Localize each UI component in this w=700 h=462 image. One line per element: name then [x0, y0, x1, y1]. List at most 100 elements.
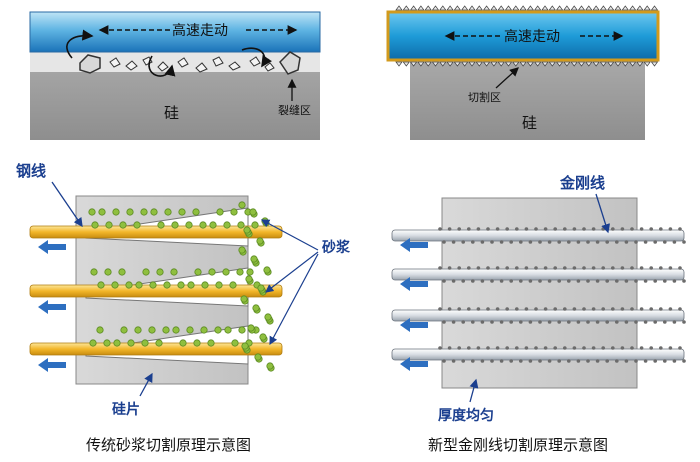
grit-particle: [663, 279, 667, 283]
slurry-particle: [209, 221, 217, 229]
grit-particle: [682, 240, 686, 244]
grit-particle: [482, 5, 491, 11]
diamond-grit: [395, 5, 659, 67]
slurry-particle: [178, 208, 186, 216]
slurry-particle: [266, 362, 274, 370]
caption-diamond: 新型金刚线切割原理示意图: [428, 436, 609, 454]
grit-particle: [509, 359, 513, 363]
grit-particle: [490, 359, 494, 363]
grit-particle: [643, 320, 648, 324]
grit-particle: [519, 359, 523, 363]
grit-particle: [630, 307, 634, 311]
grit-particle: [663, 240, 667, 244]
grit-particle: [547, 279, 552, 283]
grit-particle: [582, 266, 586, 270]
grit-particle: [482, 61, 491, 67]
slurry-particle: [224, 326, 232, 334]
grit-particle: [653, 359, 657, 363]
grit-particle: [528, 320, 533, 324]
slurry-particle: [250, 255, 258, 263]
slurry-particle: [200, 326, 208, 334]
grit-particle: [621, 5, 629, 11]
wire-label: 高速走动: [504, 28, 560, 45]
grit-particle: [526, 61, 535, 67]
grit-particle: [570, 61, 578, 67]
slurry-particle: [256, 237, 264, 245]
grit-particle: [442, 359, 446, 363]
slurry-particle: [141, 339, 149, 347]
slurry-particle: [215, 281, 223, 289]
diamond-wire: [391, 348, 685, 361]
grit-particle: [475, 61, 483, 67]
slurry-particle: [127, 339, 135, 347]
grit-particle: [678, 266, 682, 270]
grit-particle: [555, 61, 564, 67]
grit-particle: [480, 359, 485, 363]
crack-zone-label: 裂缝区: [278, 103, 311, 117]
grit-particle: [611, 307, 615, 311]
grit-particle: [442, 240, 446, 244]
slurry-particle: [119, 221, 127, 229]
grit-particle: [547, 240, 552, 244]
grit-particle: [538, 279, 542, 283]
diamond-wire: [391, 229, 685, 242]
grit-particle: [605, 279, 609, 283]
grit-particle: [601, 266, 605, 270]
slurry-particle: [120, 326, 128, 334]
grit-particle: [570, 5, 578, 11]
slurry-particle: [238, 326, 246, 334]
grit-particle: [538, 320, 542, 324]
grit-particle: [442, 279, 446, 283]
grit-particle: [678, 227, 682, 231]
grit-particle: [505, 266, 510, 270]
grit-particle: [615, 279, 619, 283]
direction-arrows: [400, 238, 428, 371]
wire-label: 高速走动: [172, 22, 228, 39]
slurry-particle: [177, 281, 185, 289]
grit-particle: [672, 279, 677, 283]
grit-particle: [499, 279, 504, 283]
slurry-particles: [79, 51, 301, 75]
grit-particle: [519, 320, 523, 324]
grit-particle: [409, 61, 418, 67]
grit-particle: [601, 307, 605, 311]
grit-particle: [682, 279, 686, 283]
grit-particle: [451, 320, 456, 324]
grit-particle: [678, 307, 682, 311]
slurry-particle: [179, 339, 187, 347]
grit-particle: [457, 227, 462, 231]
grit-particle: [643, 359, 648, 363]
grit-particle: [643, 61, 651, 67]
grit-particle: [424, 61, 432, 67]
grit-particle: [572, 346, 577, 350]
grit-particle: [461, 359, 466, 363]
grit-particle: [628, 61, 637, 67]
grit-particle: [572, 227, 577, 231]
slurry-particle: [88, 208, 96, 216]
grit-particle: [615, 240, 619, 244]
grit-particle: [431, 5, 440, 11]
grit-particle: [417, 61, 425, 67]
grit-particle: [659, 227, 663, 231]
caption-traditional: 传统砂浆切割原理示意图: [86, 436, 252, 454]
slurry-particle: [238, 246, 246, 254]
diamond-wires: [391, 229, 685, 361]
grit-particle: [446, 61, 454, 67]
slurry-particle: [216, 208, 224, 216]
grit-particle: [438, 346, 442, 350]
grit-particle: [451, 359, 456, 363]
diamond-wire-label: 金刚线: [559, 174, 605, 192]
grit-particle: [439, 5, 447, 11]
grit-particle: [395, 61, 403, 67]
slurry-particle: [259, 333, 267, 341]
steel-wire-pointer: [51, 181, 83, 228]
grit-particle: [649, 346, 653, 350]
grit-particle: [595, 320, 600, 324]
grit-particle: [467, 307, 471, 311]
grit-particle: [628, 5, 637, 11]
grit-particle: [495, 346, 500, 350]
slurry-particle: [172, 326, 180, 334]
slurry-particle: [252, 304, 260, 312]
grit-particle: [528, 359, 533, 363]
grit-particle: [621, 61, 629, 67]
